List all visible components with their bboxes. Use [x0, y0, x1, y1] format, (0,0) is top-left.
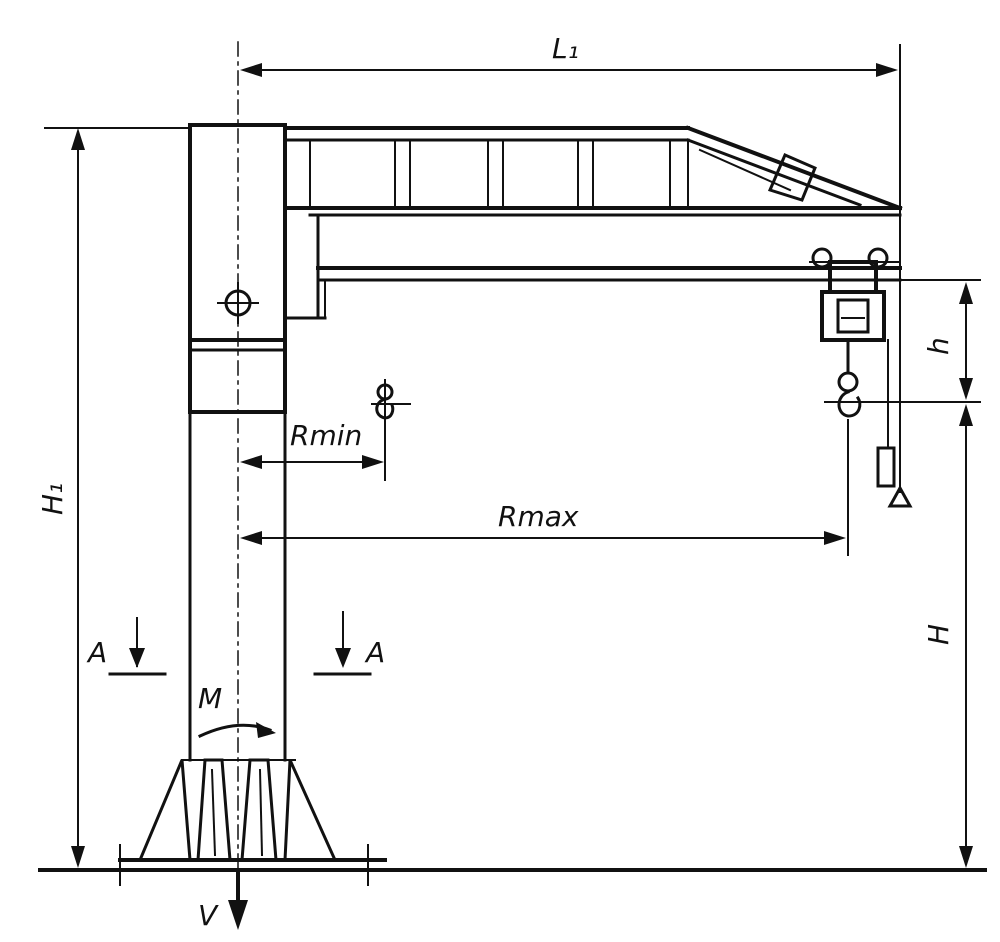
dimension-h1 [71, 128, 85, 868]
pendant-control-icon [876, 207, 913, 508]
label-h-total: H [922, 624, 955, 645]
section-mark-left [108, 617, 167, 676]
hoist-trolley [809, 247, 901, 342]
label-h1: H₁ [36, 483, 69, 515]
dimension-h-total [959, 404, 973, 868]
label-rmax: Rmax [498, 500, 579, 533]
label-section-right: A [364, 636, 385, 669]
dimension-rmax [240, 419, 849, 556]
runway-beam [283, 213, 902, 320]
column-base [118, 758, 387, 886]
pivot-icon [217, 282, 259, 324]
label-moment: M [198, 682, 222, 715]
label-section-left: A [86, 636, 107, 669]
dimension-h-lift [889, 279, 981, 400]
label-rmin: Rmin [290, 419, 362, 452]
dimension-l1 [240, 44, 901, 209]
jib-truss [283, 125, 903, 217]
dimension-rmin [240, 455, 384, 469]
label-h-lift: h [922, 337, 955, 355]
hook-icon [824, 338, 981, 418]
hook-min-icon [371, 379, 411, 481]
section-mark-right [313, 611, 372, 676]
vertical-load-arrow-icon [228, 868, 248, 930]
label-vertical-load: V [198, 899, 219, 932]
moment-arrow-icon [198, 722, 276, 738]
label-l1: L₁ [552, 32, 579, 65]
